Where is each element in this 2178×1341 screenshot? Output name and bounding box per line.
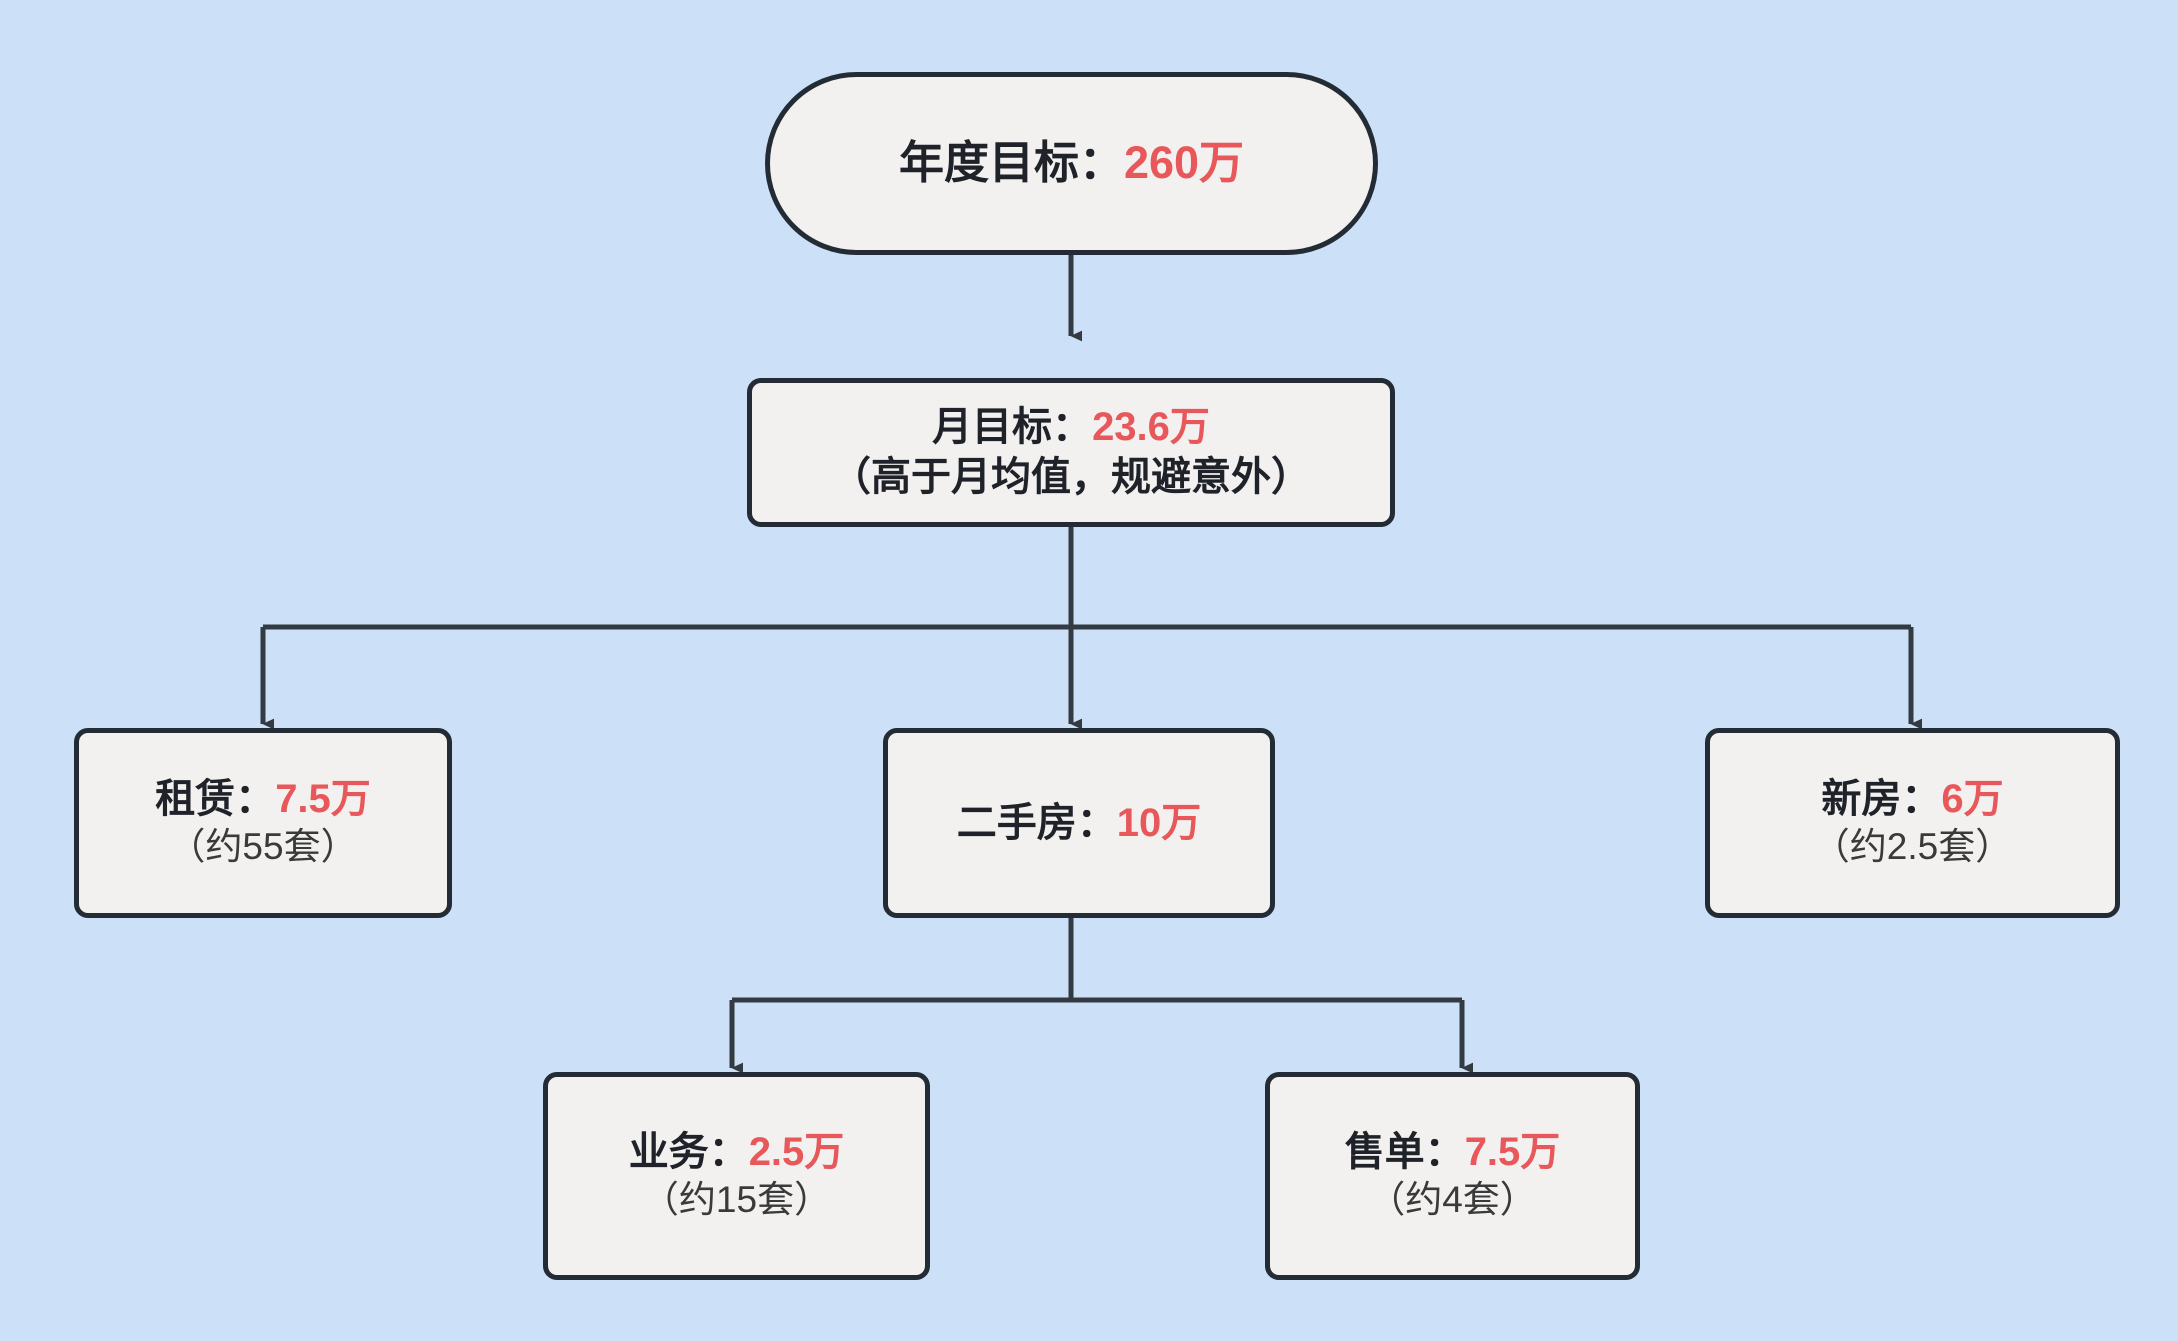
node-sales-order-label: 售单： — [1344, 1130, 1465, 1175]
node-rental[interactable]: 租赁：7.5万 （约55套） — [74, 728, 452, 918]
node-monthly-goal-line1: 月目标：23.6万 — [932, 403, 1210, 452]
node-business-note: （约15套） — [641, 1179, 832, 1221]
node-monthly-goal[interactable]: 月目标：23.6万 （高于月均值，规避意外） — [747, 378, 1395, 527]
node-second-hand-house-line1: 二手房：10万 — [957, 799, 1202, 848]
node-business-line1: 业务：2.5万 — [629, 1128, 845, 1177]
node-second-hand-house-value: 10万 — [1116, 800, 1202, 845]
node-business-label: 业务： — [628, 1130, 749, 1175]
node-rental-note: （约55套） — [168, 826, 358, 868]
node-second-hand-house-label: 二手房： — [956, 800, 1117, 845]
node-business[interactable]: 业务：2.5万 （约15套） — [543, 1072, 930, 1280]
node-new-house-note: （约2.5套） — [1812, 826, 2013, 868]
node-sales-order-note: （约4套） — [1368, 1179, 1537, 1221]
node-annual-goal-line1: 年度目标：260万 — [899, 136, 1244, 191]
node-sales-order-value: 7.5万 — [1464, 1130, 1561, 1175]
node-annual-goal-value: 260万 — [1123, 137, 1245, 189]
node-annual-goal[interactable]: 年度目标：260万 — [765, 72, 1378, 255]
node-new-house-line1: 新房：6万 — [1821, 775, 2003, 824]
node-new-house[interactable]: 新房：6万 （约2.5套） — [1705, 728, 2120, 918]
node-business-value: 2.5万 — [748, 1130, 845, 1175]
node-annual-goal-label: 年度目标： — [898, 137, 1124, 189]
node-rental-value: 7.5万 — [275, 777, 371, 822]
node-new-house-label: 新房： — [1821, 777, 1942, 822]
node-monthly-goal-label: 月目标： — [932, 405, 1093, 450]
node-monthly-goal-note: （高于月均值，规避意外） — [831, 454, 1311, 499]
node-new-house-value: 6万 — [1941, 777, 2004, 822]
node-sales-order[interactable]: 售单：7.5万 （约4套） — [1265, 1072, 1640, 1280]
node-sales-order-line1: 售单：7.5万 — [1345, 1128, 1561, 1177]
node-rental-line1: 租赁：7.5万 — [155, 775, 371, 824]
node-second-hand-house[interactable]: 二手房：10万 — [883, 728, 1275, 918]
node-rental-label: 租赁： — [155, 777, 276, 822]
node-monthly-goal-value: 23.6万 — [1092, 405, 1210, 450]
